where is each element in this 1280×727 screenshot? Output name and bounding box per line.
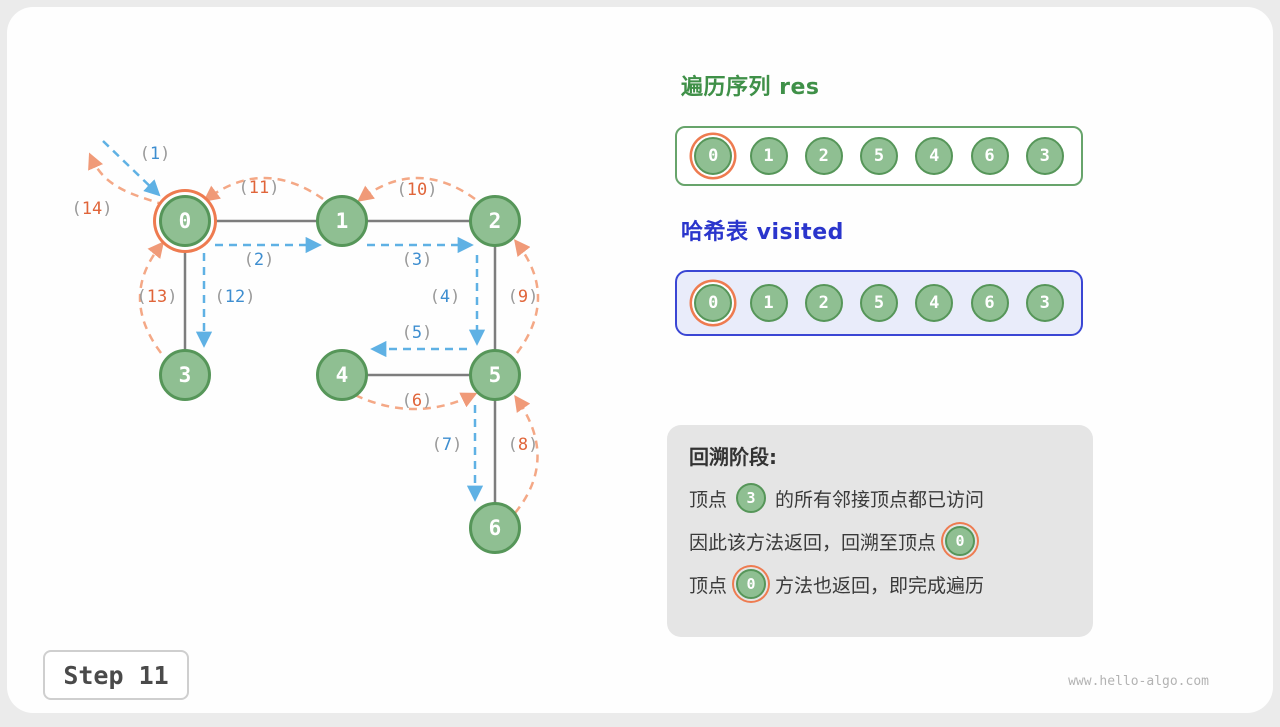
res-node-2: 2: [804, 137, 843, 175]
explanation-title: 回溯阶段:: [689, 445, 777, 469]
visited-node-5: 5: [860, 284, 898, 322]
backtrack-arrow-8-6-to-5: [514, 395, 539, 514]
visited-node-0: 0: [694, 284, 733, 322]
inline-node-3: 3: [736, 483, 767, 513]
visited-node-6: 6: [970, 284, 1009, 322]
visited-node-1: 1: [749, 284, 788, 322]
explanation-line: 顶点 3 的所有邻接顶点都已访问: [689, 483, 1071, 513]
explanation-text: 顶点: [689, 488, 728, 511]
explanation-text: 顶点: [689, 574, 728, 597]
edge-step-label-9: 9: [508, 287, 539, 307]
watermark: www.hello-algo.com: [1068, 674, 1209, 689]
graph-node-3: 3: [159, 349, 211, 401]
explanation-text: 的所有邻接顶点都已访问: [775, 488, 985, 511]
edge-step-label-14: 14: [72, 199, 113, 219]
explanation-text: 因此该方法返回，回溯至顶点: [689, 531, 937, 554]
explanation-line: 顶点 0 方法也返回，即完成遍历: [689, 569, 1071, 599]
res-node-3: 3: [1025, 137, 1064, 175]
res-node-5: 5: [860, 137, 898, 175]
step-badge: Step 11: [43, 650, 189, 700]
inline-node-0: 0: [945, 526, 976, 556]
edge-step-label-13: 13: [137, 287, 178, 307]
edge-step-label-12: 12: [215, 287, 256, 307]
edge-step-label-11: 11: [239, 178, 280, 198]
graph-node-0: 0: [159, 195, 211, 247]
edge-step-label-5: 5: [402, 323, 433, 343]
edge-step-label-1: 1: [140, 144, 171, 164]
visited-node-3: 3: [1025, 284, 1064, 322]
graph-node-1: 1: [316, 195, 368, 247]
figure-canvas: 0 1 2 3 4 5 6 1 2 3 4 5 6 7 8 9 10 11 12…: [7, 7, 1273, 713]
graph-node-4: 4: [316, 349, 368, 401]
explanation-text: 方法也返回，即完成遍历: [775, 574, 985, 597]
explanation-lines: 顶点 3 的所有邻接顶点都已访问因此该方法返回，回溯至顶点 0 顶点 0 方法也返回，即完成…: [689, 483, 1071, 599]
inline-node-0: 0: [736, 569, 767, 599]
edge-step-label-10: 10: [397, 180, 438, 200]
res-node-4: 4: [915, 137, 954, 175]
visited-panel-title: 哈希表 visited: [681, 220, 844, 245]
edge-step-label-3: 3: [402, 250, 433, 270]
edge-step-label-7: 7: [432, 435, 463, 455]
edge-step-label-2: 2: [244, 250, 275, 270]
res-node-1: 1: [749, 137, 788, 175]
edge-step-label-8: 8: [508, 435, 539, 455]
graph-node-6: 6: [469, 502, 521, 554]
explanation-line: 因此该方法返回，回溯至顶点 0: [689, 526, 1071, 556]
backtrack-arrow-14-exit-0: [88, 152, 166, 207]
edge-step-label-6: 6: [402, 391, 433, 411]
visited-node-2: 2: [804, 284, 843, 322]
res-panel-title: 遍历序列 res: [681, 75, 820, 100]
graph-node-5: 5: [469, 349, 521, 401]
res-node-6: 6: [970, 137, 1009, 175]
explanation-box: 回溯阶段: 顶点 3 的所有邻接顶点都已访问因此该方法返回，回溯至顶点 0 顶点 0 方法也…: [667, 425, 1093, 637]
graph-node-2: 2: [469, 195, 521, 247]
res-node-0: 0: [694, 137, 733, 175]
visited-node-4: 4: [915, 284, 954, 322]
edge-step-label-4: 4: [430, 287, 461, 307]
